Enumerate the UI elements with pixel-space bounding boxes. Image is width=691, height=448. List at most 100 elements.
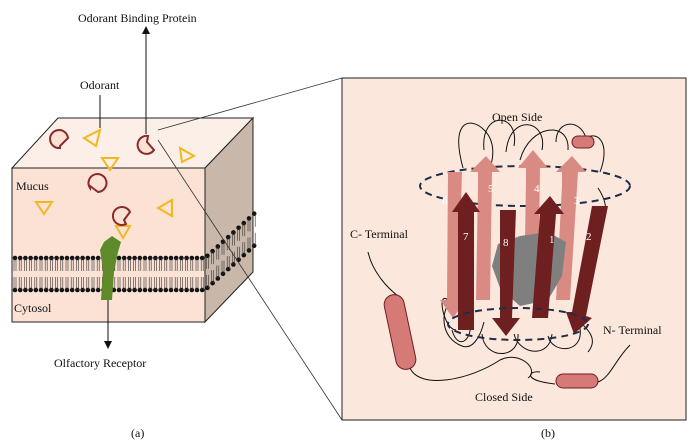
caption-b: (b) bbox=[541, 426, 555, 440]
lipid-head bbox=[116, 255, 122, 261]
lipid-head bbox=[116, 287, 122, 293]
lipid-tail bbox=[185, 258, 188, 271]
lipid-head bbox=[75, 287, 80, 293]
lipid-tail bbox=[34, 258, 38, 271]
lipid-head bbox=[23, 255, 28, 261]
lipid-head bbox=[33, 287, 39, 293]
lipid-head bbox=[121, 287, 127, 293]
lipid-head bbox=[49, 287, 54, 293]
zoom-line-top bbox=[157, 77, 343, 131]
lipid-tail bbox=[200, 277, 204, 290]
lipid-tail bbox=[174, 277, 178, 290]
lipid-tail bbox=[70, 258, 74, 271]
lipid-head bbox=[17, 255, 23, 261]
lipid-head bbox=[28, 255, 33, 261]
odorant-triangle-icon bbox=[114, 225, 132, 240]
lipid-head bbox=[147, 287, 153, 293]
lipid-tail bbox=[159, 258, 162, 271]
dark-strands bbox=[452, 192, 608, 336]
lipid-head bbox=[241, 252, 247, 258]
closed-side-ring bbox=[447, 307, 589, 341]
label-n-terminal: N- Terminal bbox=[603, 323, 662, 337]
lipid-tail bbox=[133, 258, 136, 271]
lipid-tail bbox=[76, 258, 79, 271]
lipid-head bbox=[90, 255, 96, 261]
label-olfactory-receptor: Olfactory Receptor bbox=[54, 356, 146, 370]
backbone-loops bbox=[367, 119, 631, 385]
lipid-head bbox=[132, 287, 137, 293]
binding-protein-icon bbox=[136, 134, 156, 155]
lipid-head bbox=[54, 255, 59, 261]
lipid-tail bbox=[18, 277, 22, 290]
olfactory-receptor-icon bbox=[100, 236, 121, 300]
lipid-tail bbox=[55, 258, 58, 271]
lipid-tail bbox=[143, 277, 147, 290]
lipid-tail bbox=[50, 258, 53, 271]
lipid-head bbox=[189, 287, 195, 293]
lipid-tail bbox=[34, 277, 38, 290]
strand-label-6: 6 bbox=[442, 195, 448, 207]
lipid-head bbox=[205, 285, 210, 291]
lipid-tail bbox=[195, 277, 199, 290]
lipid-tail bbox=[18, 258, 22, 271]
lipid-head bbox=[49, 255, 54, 261]
lipid-head bbox=[64, 255, 70, 261]
lipid-tail bbox=[133, 277, 136, 290]
lipid-tail bbox=[29, 258, 32, 271]
lipid-head bbox=[28, 287, 33, 293]
lipid-tail bbox=[169, 258, 173, 271]
odorant-triangle-icon bbox=[178, 146, 197, 164]
lipid-tail bbox=[96, 258, 100, 271]
lipid-tail bbox=[195, 258, 199, 271]
lipid-tail bbox=[206, 255, 209, 269]
lipid-head bbox=[173, 287, 179, 293]
lipid-head bbox=[95, 255, 101, 261]
lipid-head bbox=[54, 287, 59, 293]
panel-a: Odorant Binding Protein Odorant Mucus Cy… bbox=[10, 11, 257, 440]
lipid-tail bbox=[164, 258, 168, 271]
lipid-head bbox=[121, 255, 127, 261]
lipid-head bbox=[12, 255, 18, 261]
lipid-head bbox=[215, 244, 221, 249]
lipid-head bbox=[163, 287, 169, 293]
lipid-head bbox=[158, 255, 163, 261]
lipid-tail bbox=[117, 258, 121, 271]
lipid-head bbox=[90, 287, 96, 293]
lipid-head bbox=[168, 255, 174, 261]
lipid-tail bbox=[190, 277, 194, 290]
lipid-head bbox=[153, 255, 158, 261]
lipid-tail bbox=[39, 277, 43, 290]
lipid-head bbox=[210, 248, 215, 254]
lipid-head bbox=[215, 276, 221, 281]
lipid-head bbox=[38, 287, 44, 293]
label-open-side: Open Side bbox=[492, 110, 542, 124]
lipid-tail bbox=[237, 227, 240, 241]
lipid-tail bbox=[65, 277, 69, 290]
lipid-tail bbox=[81, 258, 84, 271]
lipid-head bbox=[153, 287, 158, 293]
zoom-line-bottom bbox=[157, 139, 343, 421]
helix-n-terminal-bottom bbox=[555, 373, 599, 389]
lipid-head bbox=[43, 287, 49, 293]
lipid-head bbox=[85, 287, 91, 293]
lipid-tail bbox=[143, 258, 147, 271]
odorant-triangle-icon bbox=[82, 128, 102, 148]
odorant-triangle-icon bbox=[155, 198, 173, 218]
lipid-head bbox=[251, 211, 257, 217]
lipid-tail bbox=[13, 258, 17, 271]
lipid-tail bbox=[216, 265, 220, 279]
lipid-tail bbox=[242, 242, 246, 256]
lipid-head bbox=[38, 255, 44, 261]
lipid-head bbox=[205, 253, 210, 259]
binding-protein-icon bbox=[49, 129, 70, 150]
lipid-head bbox=[179, 255, 184, 261]
lipid-tail bbox=[180, 258, 183, 271]
lipid-head bbox=[189, 255, 195, 261]
lipid-tail bbox=[232, 232, 235, 246]
lipid-head bbox=[199, 255, 205, 261]
label-cytosol: Cytosol bbox=[14, 301, 52, 315]
strand-label-8: 8 bbox=[503, 237, 509, 249]
lipid-tail bbox=[76, 277, 79, 290]
lipid-tail bbox=[60, 277, 64, 290]
lipid-tail bbox=[24, 258, 27, 271]
